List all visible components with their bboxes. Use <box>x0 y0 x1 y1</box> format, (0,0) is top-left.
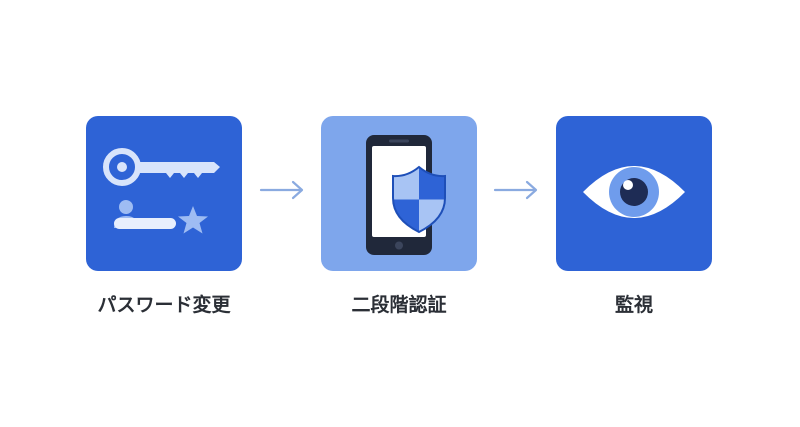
step-label-monitoring: 監視 <box>614 294 653 316</box>
arrow-right-icon <box>491 176 543 204</box>
step-label-two-factor: 二段階認証 <box>351 294 447 316</box>
key-icon <box>103 148 220 186</box>
step-label-password-change: パスワード変更 <box>97 294 231 316</box>
phone-shield-icon <box>366 135 446 255</box>
star-icon <box>178 206 208 234</box>
step-two-factor-tile <box>321 116 477 271</box>
arrow-right-icon <box>257 176 309 204</box>
key-and-password-field-icon <box>103 148 220 234</box>
shield-icon <box>392 165 446 234</box>
eye-icon <box>583 166 685 218</box>
password-field-icon <box>114 218 176 229</box>
step-monitoring-tile <box>556 116 712 271</box>
step-password-change-tile <box>86 116 242 271</box>
